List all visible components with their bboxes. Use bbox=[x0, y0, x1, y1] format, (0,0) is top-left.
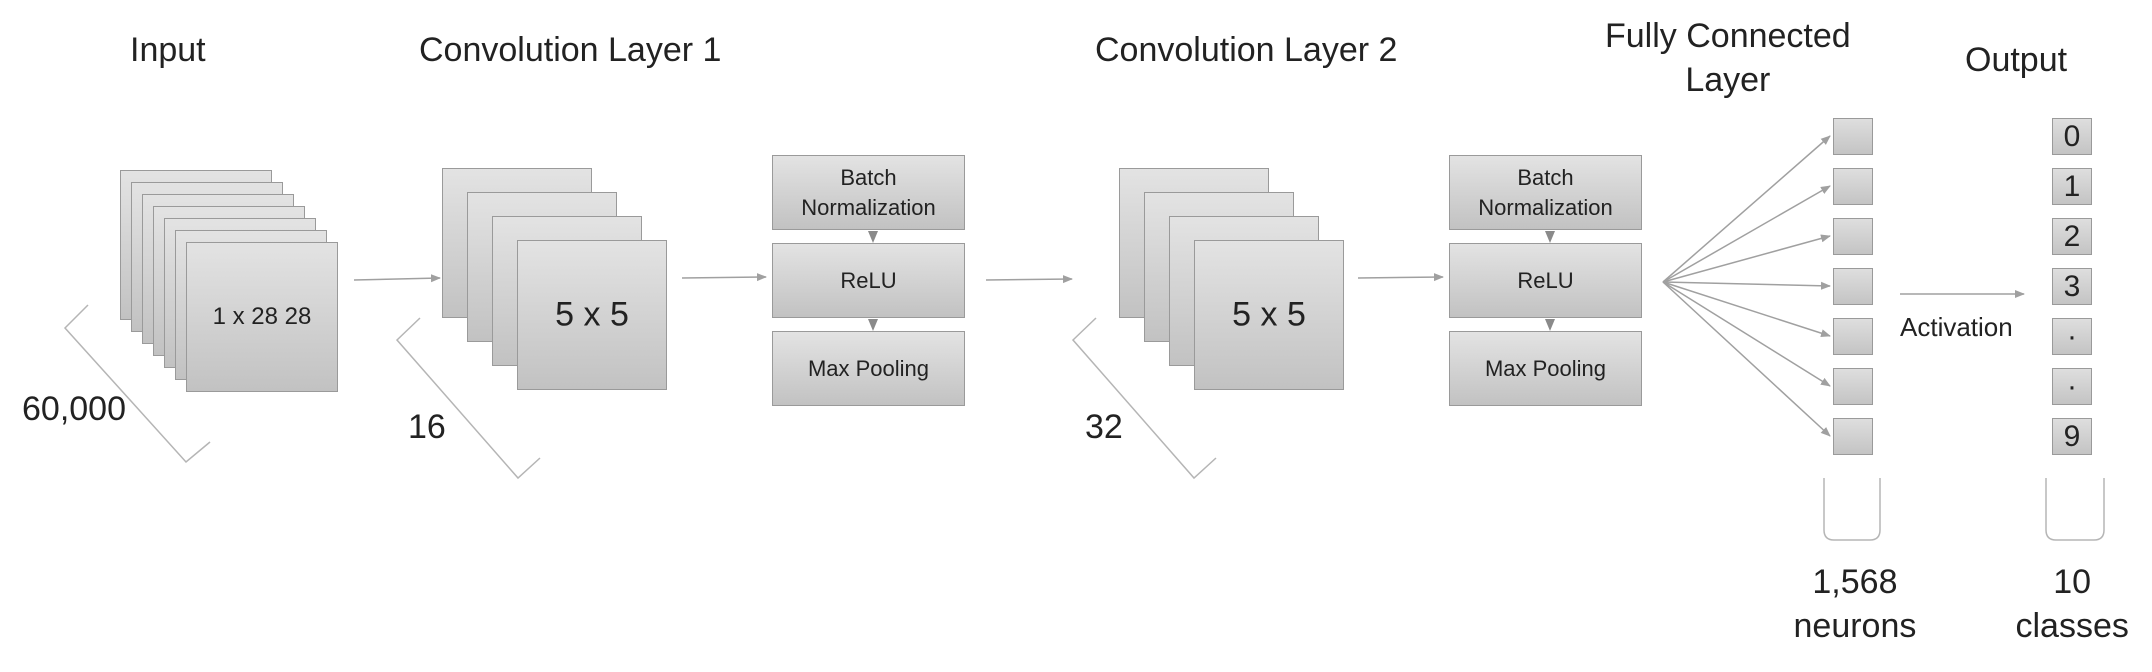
output-class-box: · bbox=[2052, 318, 2092, 355]
conv2-batchnorm-to-relu bbox=[1545, 231, 1555, 243]
conv2-batchnorm-label: Batch Normalization bbox=[1478, 164, 1613, 220]
fc-fanout-arrow bbox=[1662, 135, 1831, 283]
conv1-batchnorm-box: Batch Normalization bbox=[772, 155, 965, 230]
input-depth-bracket bbox=[63, 304, 211, 464]
output-class-box: 2 bbox=[2052, 218, 2092, 255]
activation-label: Activation bbox=[1900, 312, 2013, 342]
fc-bracket bbox=[1823, 478, 1881, 541]
conv1-batchnorm-to-relu bbox=[868, 231, 878, 243]
output-class-box: 3 bbox=[2052, 268, 2092, 305]
output-class-box: 1 bbox=[2052, 168, 2092, 205]
fc-neuron bbox=[1833, 218, 1873, 255]
fc-fanout-arrows bbox=[1662, 135, 1831, 437]
input-title: Input bbox=[130, 31, 206, 69]
conv1-relu-box: ReLU bbox=[772, 243, 965, 318]
conv2-depth-bracket bbox=[1071, 317, 1217, 480]
conv1-maxpool-box: Max Pooling bbox=[772, 331, 965, 406]
conv1-map-label: 5 x 5 bbox=[555, 295, 629, 334]
conv1-depth-bracket bbox=[395, 317, 541, 480]
arrow-conv1-to-ops bbox=[681, 273, 767, 282]
input-count: 60,000 bbox=[22, 390, 126, 428]
output-class-box: 0 bbox=[2052, 118, 2092, 155]
conv1-count: 16 bbox=[408, 408, 446, 446]
fc-neuron bbox=[1833, 368, 1873, 405]
conv1-maxpool-label: Max Pooling bbox=[807, 355, 930, 381]
conv2-map-label: 5 x 5 bbox=[1232, 295, 1306, 334]
fc-neuron bbox=[1833, 418, 1873, 455]
fc-fanout-arrow bbox=[1662, 281, 1831, 338]
conv2-relu-label: ReLU bbox=[1517, 267, 1574, 293]
fc-neuron bbox=[1833, 118, 1873, 155]
conv1-batchnorm-label: Batch Normalization bbox=[801, 164, 936, 220]
fc-neuron bbox=[1833, 268, 1873, 305]
conv2-relu-box: ReLU bbox=[1449, 243, 1642, 318]
conv1-relu-label: ReLU bbox=[840, 267, 897, 293]
fc-fanout-arrow bbox=[1662, 234, 1831, 283]
conv1-map-card: 5 x 5 bbox=[517, 240, 667, 390]
conv2-count: 32 bbox=[1085, 408, 1123, 446]
fc-fanout-arrow bbox=[1662, 281, 1831, 387]
output-size-label: 10 classes bbox=[2015, 563, 2129, 646]
conv2-map-card: 5 x 5 bbox=[1194, 240, 1344, 390]
conv2-batchnorm-box: Batch Normalization bbox=[1449, 155, 1642, 230]
fc-neuron bbox=[1833, 318, 1873, 355]
conv2-maxpool-label: Max Pooling bbox=[1484, 355, 1607, 381]
input-sample-label: 1 x 28 28 bbox=[212, 303, 312, 330]
fc-fanout-arrow bbox=[1662, 281, 1831, 437]
conv2-maxpool-box: Max Pooling bbox=[1449, 331, 1642, 406]
conv2-relu-to-maxpool bbox=[1545, 319, 1555, 331]
fc-title: Fully Connected Layer bbox=[1605, 17, 1851, 100]
fc-fanout-arrow bbox=[1662, 185, 1831, 283]
output-title: Output bbox=[1965, 41, 2068, 79]
conv1-relu-to-maxpool bbox=[868, 319, 878, 331]
fc-size-label: 1,568 neurons bbox=[1793, 563, 1917, 646]
input-sample-card: 1 x 28 28 bbox=[186, 242, 338, 392]
conv2-title: Convolution Layer 2 bbox=[1095, 31, 1398, 69]
conv1-title: Convolution Layer 1 bbox=[419, 31, 722, 69]
arrow-input-to-conv1 bbox=[353, 274, 441, 283]
fc-fanout-arrow bbox=[1662, 281, 1831, 290]
fc-neuron bbox=[1833, 168, 1873, 205]
output-class-box: 9 bbox=[2052, 418, 2092, 455]
output-bracket bbox=[2045, 478, 2105, 541]
output-class-box: · bbox=[2052, 368, 2092, 405]
arrow-ops-to-conv2 bbox=[985, 275, 1073, 284]
arrow-conv2-to-ops bbox=[1357, 273, 1444, 282]
